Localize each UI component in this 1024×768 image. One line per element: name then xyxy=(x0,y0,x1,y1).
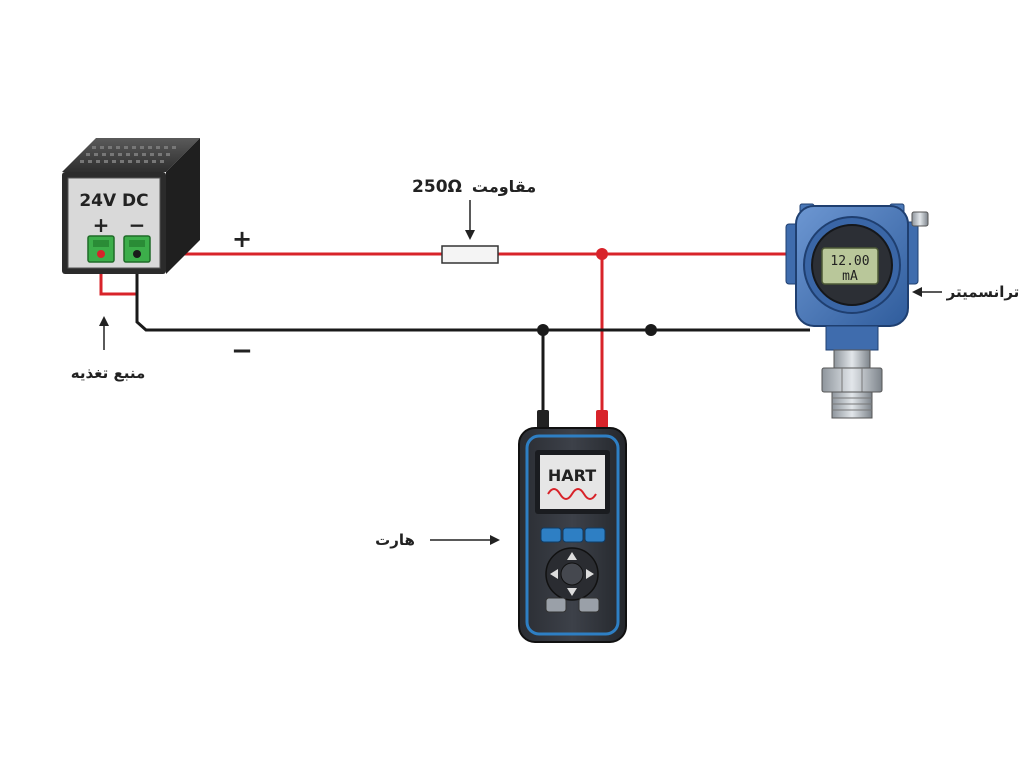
power-supply: 24V DC + − xyxy=(62,138,200,274)
dpad-right-icon xyxy=(586,569,594,579)
transmitter-process-fitting xyxy=(833,349,871,369)
arrow-down-icon xyxy=(465,230,475,240)
hart-positive-probe xyxy=(596,410,608,432)
transmitter-thread xyxy=(831,391,873,419)
negative-wire xyxy=(135,254,810,332)
hart-softkey-3[interactable] xyxy=(584,527,606,543)
hart-communicator: HART xyxy=(518,410,627,643)
junction-dot-negative-2 xyxy=(645,324,657,336)
power-supply-plus-label: + xyxy=(93,213,110,237)
arrow-up-icon xyxy=(99,316,109,326)
hart-softkey-1[interactable] xyxy=(540,527,562,543)
dpad-up-icon xyxy=(567,552,577,560)
pressure-transmitter: 12.00 mA xyxy=(785,203,929,419)
arrow-left-icon xyxy=(912,287,922,297)
hart-caption-text: هارت xyxy=(375,531,415,549)
transmitter-neck xyxy=(825,325,879,351)
resistor-body xyxy=(441,245,499,264)
positive-terminal xyxy=(87,235,115,263)
negative-terminal xyxy=(123,235,151,263)
negative-wire-label: − xyxy=(231,336,253,366)
transmitter-reading: 12.00 xyxy=(830,254,869,269)
power-supply-rating: 24V DC xyxy=(79,191,148,211)
transmitter-caption-text: ترانسمیتر xyxy=(946,283,1020,301)
hart-dpad-center-button[interactable] xyxy=(560,562,584,586)
transmitter-lcd xyxy=(821,247,879,285)
hart-softkey-2[interactable] xyxy=(562,527,584,543)
resistor: 250Ω مقاومت xyxy=(412,177,536,264)
junction-dot-positive xyxy=(596,248,608,260)
resistor-name: مقاومت xyxy=(472,177,536,196)
wiring xyxy=(99,248,810,412)
hart-bottom-button-left[interactable] xyxy=(545,597,567,613)
dpad-left-icon xyxy=(550,569,558,579)
hart-signal-wave-icon xyxy=(547,488,597,500)
transmitter-unit: mA xyxy=(842,269,858,284)
hart-negative-probe xyxy=(537,410,549,432)
hart-caption: هارت xyxy=(375,531,500,549)
transmitter-caption: ترانسمیتر xyxy=(912,283,1019,301)
power-supply-caption-text: منبع تغذیه xyxy=(71,364,146,382)
arrow-right-icon xyxy=(490,535,500,545)
junction-dot-negative-1 xyxy=(537,324,549,336)
power-supply-caption: منبع تغذیه xyxy=(71,316,146,382)
power-supply-minus-label: − xyxy=(129,213,146,237)
vent-grille xyxy=(80,146,176,163)
resistor-value: 250Ω xyxy=(412,177,462,197)
positive-wire-label: + xyxy=(232,225,252,253)
dpad-down-icon xyxy=(567,588,577,596)
hart-screen xyxy=(540,455,605,509)
hart-bottom-button-right[interactable] xyxy=(578,597,600,613)
hart-screen-title: HART xyxy=(548,466,596,485)
